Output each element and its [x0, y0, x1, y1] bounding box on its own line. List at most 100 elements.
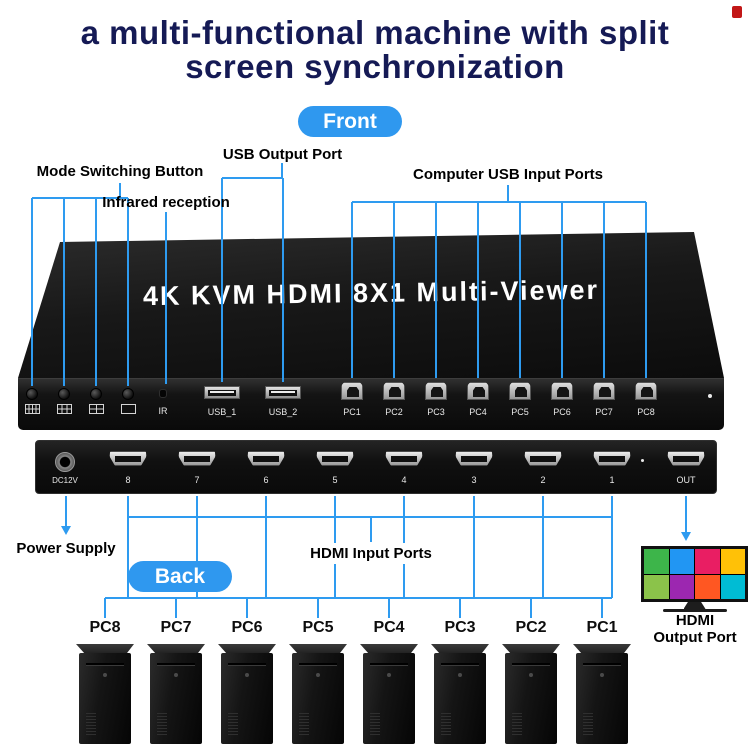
hdmi-input-port-4 [385, 451, 423, 466]
pc-tower-body [292, 653, 344, 744]
mode-icon-split6 [57, 404, 72, 414]
tv-split-cell [669, 549, 694, 574]
usb-b-port-pc1 [341, 382, 363, 400]
output-tv [641, 546, 748, 612]
drive-bay [512, 663, 550, 666]
usb-a-tongue [210, 391, 234, 393]
power-button-dot [316, 673, 320, 677]
tv-stand [683, 602, 706, 609]
usb-b-slot [347, 387, 359, 397]
hdmi-input-port-7 [178, 451, 216, 466]
tv-split-cell [720, 574, 745, 599]
page-title-line1: a multi-functional machine with split [80, 14, 670, 51]
pc3-label: PC3 [444, 619, 476, 636]
pc-tower-7 [147, 644, 205, 744]
vent-grille [370, 713, 380, 737]
mode-switching-button-label: Mode Switching Button [36, 163, 204, 180]
pc-tower-4 [360, 644, 418, 744]
usb-b-slot [389, 387, 401, 397]
hdmi-output-port-label-line1: HDMI [675, 612, 715, 629]
pc8-label: PC8 [89, 619, 121, 636]
pc-tower-body [79, 653, 131, 744]
mode-button-4 [122, 388, 134, 400]
hdmi-num-label-3: 3 [471, 475, 477, 485]
tv-split-cell [720, 549, 745, 574]
usb-b-port-pc7 [593, 382, 615, 400]
hdmi-input-port-5 [316, 451, 354, 466]
pc-tower-top [218, 644, 276, 653]
pc5-label: PC5 [302, 619, 334, 636]
hdmi-slot [115, 456, 141, 462]
mode-button-2 [58, 388, 70, 400]
power-supply-arrow [61, 526, 71, 535]
hdmi-output-port-label-line2: Output Port [653, 629, 737, 646]
pc6-label: PC6 [231, 619, 263, 636]
vent-grille [441, 713, 451, 737]
usb-a-tongue [271, 391, 295, 393]
vent-grille [228, 713, 238, 737]
front-badge: Front [298, 106, 402, 137]
hdmi-num-label-6: 6 [263, 475, 269, 485]
pc-tower-top [147, 644, 205, 653]
mode-icon-fullscreen [121, 404, 136, 414]
usb-b-port-pc6 [551, 382, 573, 400]
hdmi-output-port-label: HDMI Output Port [640, 612, 750, 646]
vent-grille [299, 713, 309, 737]
pc-tower-8 [76, 644, 134, 744]
hdmi-input-port-2 [524, 451, 562, 466]
pc5-port-label: PC5 [511, 407, 529, 417]
pc1-label: PC1 [586, 619, 618, 636]
page-title-line2: screen synchronization [185, 47, 565, 85]
pc-tower-body [576, 653, 628, 744]
tv-base [662, 609, 727, 612]
pc4-label: PC4 [373, 619, 405, 636]
mode-button-3 [90, 388, 102, 400]
pc-tower-body [363, 653, 415, 744]
tv-screen [641, 546, 748, 602]
pc-tower-top [360, 644, 418, 653]
hdmi-num-label-1: 1 [609, 475, 615, 485]
usb-a-slot [208, 390, 236, 396]
power-button-dot [387, 673, 391, 677]
usb-b-port-pc4 [467, 382, 489, 400]
device-model-title: 4K KVM HDMI 8X1 Multi-Viewer [142, 274, 600, 312]
usb1-label: USB_1 [207, 407, 237, 417]
pc-tower-top [289, 644, 347, 653]
page-title: a multi-functional machine with split sc… [0, 16, 750, 83]
hdmi-slot [184, 456, 210, 462]
hdmi-num-label-5: 5 [332, 475, 338, 485]
hdmi-num-label-4: 4 [401, 475, 407, 485]
drive-bay [157, 663, 195, 666]
usb-b-slot [557, 387, 569, 397]
hdmi-slot [599, 456, 625, 462]
usb-a-slot [269, 390, 297, 396]
pc1-port-label: PC1 [343, 407, 361, 417]
hdmi-slot [253, 456, 279, 462]
power-button-dot [458, 673, 462, 677]
pc-tower-body [150, 653, 202, 744]
drive-bay [228, 663, 266, 666]
mode-icon-split8 [25, 404, 40, 414]
infrared-reception-label: Infrared reception [102, 194, 230, 211]
hdmi-slot [673, 456, 699, 462]
power-button-dot [245, 673, 249, 677]
usb-b-port-pc5 [509, 382, 531, 400]
back-led [641, 459, 644, 462]
pc3-port-label: PC3 [427, 407, 445, 417]
hdmi-num-label-2: 2 [540, 475, 546, 485]
hdmi-output-arrow [681, 532, 691, 541]
drive-bay [441, 663, 479, 666]
drive-bay [299, 663, 337, 666]
tv-split-cell [669, 574, 694, 599]
usb-b-slot [473, 387, 485, 397]
pc8-port-label: PC8 [637, 407, 655, 417]
device-back-panel [35, 440, 717, 494]
pc7-port-label: PC7 [595, 407, 613, 417]
pc-tower-1 [573, 644, 631, 744]
pc-tower-5 [289, 644, 347, 744]
pc-tower-top [76, 644, 134, 653]
front-power-led [708, 394, 712, 398]
pc6-port-label: PC6 [553, 407, 571, 417]
device-top-face: 4K KVM HDMI 8X1 Multi-Viewer [18, 232, 724, 378]
dc12v-label: DC12V [52, 476, 78, 485]
